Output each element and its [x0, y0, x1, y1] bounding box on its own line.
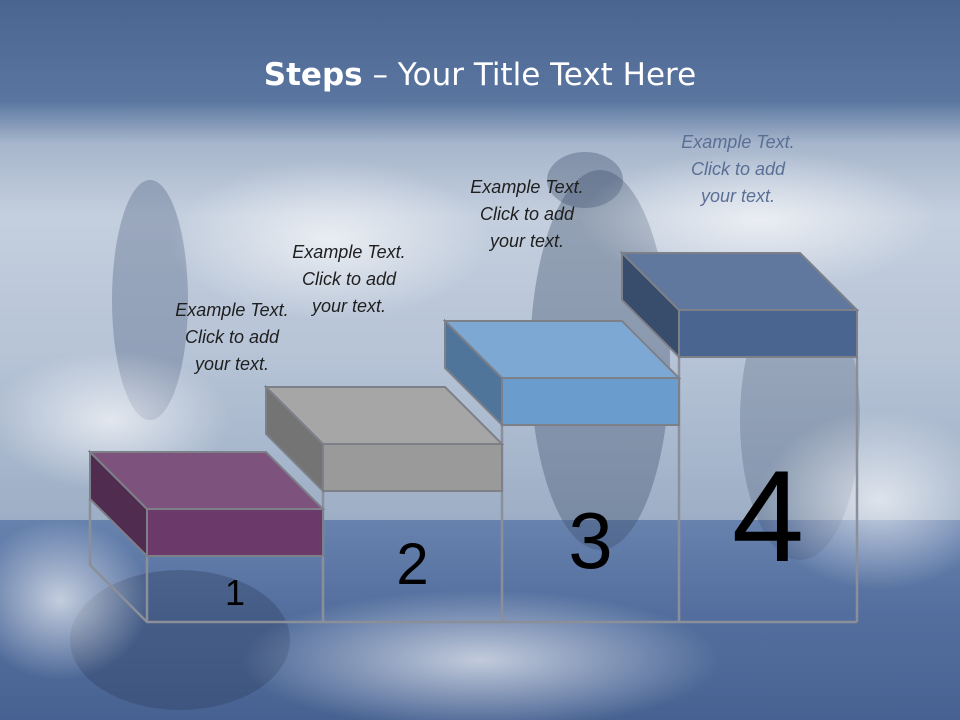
- step-text-line: Example Text.: [470, 177, 584, 197]
- step-4-number: 4: [732, 443, 804, 589]
- step-3-number: 3: [568, 496, 613, 585]
- step-text-line: your text.: [700, 186, 776, 206]
- title-rest: – Your Title Text Here: [362, 57, 697, 93]
- title-bold: Steps: [263, 57, 363, 93]
- step-text-line: Click to add: [690, 159, 786, 179]
- step-text-line: Click to add: [184, 327, 280, 347]
- slide-title[interactable]: Steps – Your Title Text Here: [0, 50, 960, 100]
- step-1-text[interactable]: Example Text. Click to add your text.: [142, 297, 322, 378]
- step-text-line: your text.: [311, 296, 387, 316]
- step-3-front: [501, 377, 680, 426]
- step-2-number: 2: [396, 532, 428, 597]
- step-text-line: your text.: [194, 354, 270, 374]
- step-text-line: Click to add: [301, 269, 397, 289]
- step-text-line: Example Text.: [175, 300, 289, 320]
- step-4-front: [678, 309, 858, 358]
- step-1-front: [146, 508, 324, 557]
- step-2-text[interactable]: Example Text. Click to add your text.: [259, 239, 439, 320]
- step-text-line: Example Text.: [292, 242, 406, 262]
- step-3-text[interactable]: Example Text. Click to add your text.: [437, 174, 617, 255]
- step-text-line: your text.: [489, 231, 565, 251]
- step-1-number: 1: [225, 572, 245, 613]
- step-2-front: [322, 443, 503, 492]
- step-text-line: Example Text.: [681, 132, 795, 152]
- step-4-text[interactable]: Example Text. Click to add your text.: [648, 129, 828, 210]
- step-text-line: Click to add: [479, 204, 575, 224]
